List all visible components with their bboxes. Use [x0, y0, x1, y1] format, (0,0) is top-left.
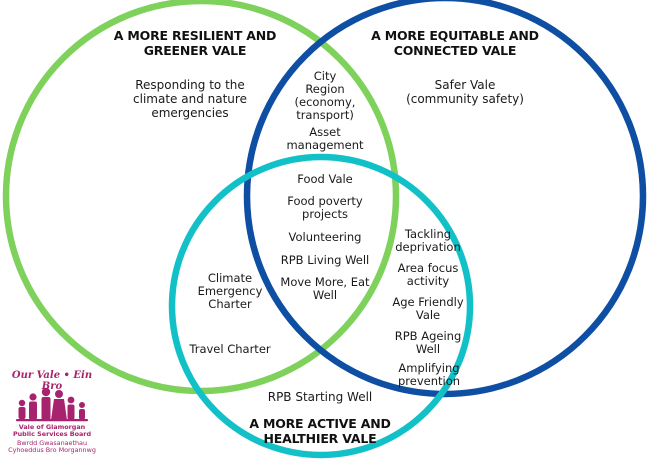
climate-nature-emergencies: Responding to the climate and nature eme… [133, 78, 247, 120]
food-poverty-projects: Food poverty projects [287, 194, 363, 221]
city-region: City Region (economy, transport) [294, 69, 356, 122]
asset-management: Asset management [286, 125, 364, 152]
logo-org-welsh: Bwrdd Gwasanaethau Cyhoeddus Bro Morgann… [8, 439, 96, 454]
family-figures-icon [16, 387, 88, 422]
logo-script-text: Our Vale • Ein Bro [11, 370, 93, 392]
active-circle [168, 153, 474, 459]
age-friendly-vale: Age Friendly Vale [392, 295, 464, 322]
rpb-ageing-well: RPB Ageing Well [394, 329, 462, 356]
rpb-living-well: RPB Living Well [280, 253, 370, 267]
equitable-title: A MORE EQUITABLE AND CONNECTED VALE [371, 28, 539, 58]
psb-logo: Our Vale • Ein Bro Vale of Glamorgan Pub… [4, 370, 100, 456]
food-vale: Food Vale [297, 172, 353, 186]
tackling-deprivation: Tackling deprivation [395, 227, 461, 254]
resilient-title: A MORE RESILIENT AND GREENER VALE [113, 28, 277, 58]
rpb-starting-well: RPB Starting Well [267, 390, 373, 404]
safer-vale: Safer Vale (community safety) [406, 78, 524, 106]
active-title: A MORE ACTIVE AND HEALTHIER VALE [249, 416, 391, 446]
climate-emergency-charter: Climate Emergency Charter [197, 271, 263, 311]
logo-org-english: Vale of Glamorgan Public Services Board [12, 423, 92, 438]
travel-charter: Travel Charter [189, 342, 271, 356]
move-more-eat-well: Move More, Eat Well [280, 275, 370, 302]
area-focus-activity: Area focus activity [397, 261, 459, 288]
amplifying-prevention: Amplifying prevention [397, 361, 461, 388]
volunteering: Volunteering [288, 230, 362, 244]
